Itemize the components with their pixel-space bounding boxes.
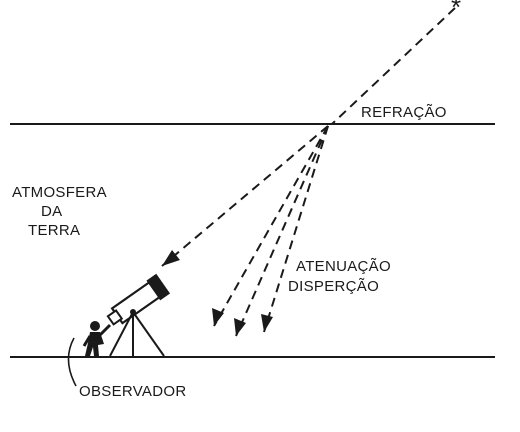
dispersion-label: DISPERÇÃO [288,278,379,295]
telescope-icon [106,273,171,357]
arrowhead-scatter-2 [234,318,246,336]
refracted-ray-to-telescope [161,125,329,267]
arrowhead-scatter-3 [261,314,273,332]
scattered-ray-2 [235,125,329,337]
atmosphere-label-line2: DA [41,203,62,220]
star-icon: * [451,0,461,22]
arrowhead-scatter-1 [212,308,224,326]
arrowhead-telescope [162,250,180,266]
atmosphere-label-line3: TERRA [28,222,80,239]
attenuation-label: ATENUAÇÃO [296,258,391,275]
observer-icon [82,321,112,356]
atmosphere-label-line1: ATMOSFERA [12,184,107,201]
scattered-ray-3 [263,125,329,333]
observer-label: OBSERVADOR [79,383,186,400]
scattered-ray-1 [213,125,329,327]
observer-pointer-curve [67,337,77,387]
incoming-star-ray [331,7,456,125]
refraction-label: REFRAÇÃO [361,104,447,121]
